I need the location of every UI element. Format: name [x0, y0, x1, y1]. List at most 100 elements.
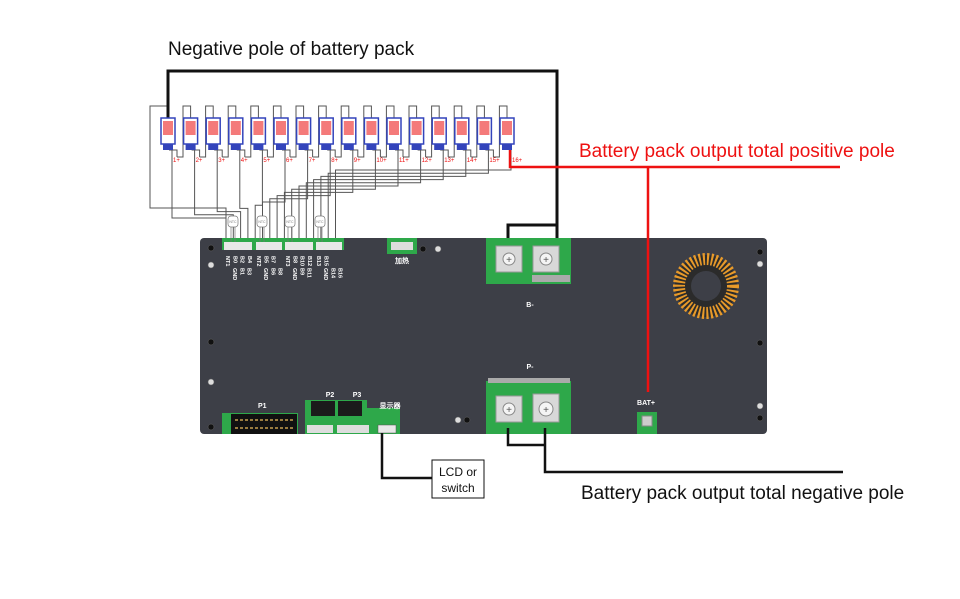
battery-cell: 15+ — [476, 117, 500, 164]
pin-label: B8 — [277, 268, 283, 275]
cell-charge — [321, 121, 332, 135]
balance-connector-2[interactable] — [256, 242, 282, 250]
cell-terminal — [298, 144, 309, 150]
sense-wire — [320, 150, 467, 242]
cell-charge — [389, 121, 399, 135]
screw-cross-icon: + — [506, 255, 512, 266]
bat-plus-terminal[interactable] — [641, 415, 653, 427]
battery-cell: 8+ — [318, 117, 339, 164]
pin-label: B12 — [306, 256, 312, 266]
battery-cell: 12+ — [408, 117, 433, 164]
ntc-sensor: NTC — [256, 215, 268, 242]
cell-terminal — [230, 144, 241, 150]
toroid-core — [691, 271, 721, 301]
sense-wire — [305, 150, 422, 242]
series-jumper — [282, 149, 291, 157]
battery-cell: 16+ — [499, 117, 523, 164]
ntc-body — [227, 215, 239, 228]
series-jumper — [357, 105, 372, 158]
pin-label: B6 — [269, 268, 275, 275]
series-jumper — [214, 149, 223, 157]
screw-cross-icon: + — [543, 255, 549, 266]
pin-label: NT3 — [284, 256, 290, 266]
cell-label: 14+ — [467, 158, 478, 164]
pin-label: B13 — [315, 256, 321, 266]
cell-label: 16+ — [512, 158, 523, 164]
cell-terminal — [479, 144, 490, 150]
pin-label: B14 — [329, 268, 335, 279]
series-jumper — [259, 149, 268, 157]
sense-wire — [313, 150, 444, 242]
sense-wire — [254, 150, 263, 242]
cell-charge — [456, 121, 467, 135]
display-connector[interactable] — [377, 424, 397, 434]
mounting-hole — [207, 244, 215, 252]
cell-label: 9+ — [354, 158, 361, 164]
cell-terminal — [456, 144, 467, 150]
series-jumper — [244, 105, 259, 158]
negative-output-label: Battery pack output total negative pole — [581, 483, 904, 504]
balance-connector-4[interactable] — [316, 242, 342, 250]
series-jumper — [327, 149, 336, 157]
series-jumper — [335, 105, 350, 158]
toroid-winding — [673, 253, 739, 319]
p2-connector[interactable] — [307, 425, 333, 433]
pin-label: GND — [322, 268, 328, 280]
screw-icon — [502, 252, 516, 266]
pin-label: B15 — [322, 256, 328, 266]
p3-connector[interactable] — [337, 425, 369, 433]
screw-icon — [502, 402, 516, 416]
heater-connector[interactable] — [391, 242, 413, 250]
battery-cell: 13+ — [431, 117, 455, 164]
cell-terminal — [253, 144, 264, 150]
balance-connector-1[interactable] — [224, 242, 252, 250]
screw-icon — [539, 252, 553, 266]
p1-connector[interactable] — [231, 414, 297, 434]
series-jumper — [312, 105, 327, 158]
screw-cross-icon: + — [506, 405, 512, 416]
cell-charge — [230, 121, 241, 135]
p2-relay — [311, 401, 335, 416]
b-minus-terminal-2[interactable] — [532, 245, 560, 273]
cell-charge — [366, 121, 377, 135]
p-minus-label: P- — [527, 364, 535, 371]
display-label: 显示器 — [380, 401, 402, 410]
cell-charge — [343, 121, 354, 135]
pin-label: B9 — [298, 268, 304, 275]
battery-cell: 6+ — [273, 117, 293, 164]
lcd-or-switch-box[interactable] — [431, 459, 485, 499]
cell-label: 15+ — [489, 158, 500, 164]
cell-charge — [298, 121, 309, 135]
cell-terminal — [502, 144, 512, 150]
ntc-label: NTC — [286, 220, 294, 224]
cell-label: 12+ — [422, 158, 433, 164]
ntc-sensor: NTC — [284, 215, 296, 242]
mounting-hole — [207, 423, 215, 431]
cell-label: 10+ — [376, 158, 387, 164]
balance-connector-pcb — [222, 238, 344, 250]
battery-cell: 14+ — [454, 117, 478, 164]
mounting-holes — [207, 244, 764, 431]
ntc-label: NTC — [316, 220, 324, 224]
pin-label: B16 — [337, 268, 343, 278]
series-jumper — [191, 149, 201, 157]
sense-wire-b0 — [149, 105, 227, 242]
p-minus-wire-1 — [506, 428, 545, 447]
cell-terminal — [185, 144, 196, 150]
series-jumper — [448, 105, 463, 158]
screw-cross-icon: + — [543, 405, 549, 416]
balance-connector-3[interactable] — [285, 242, 313, 250]
cell-label: 4+ — [241, 158, 248, 164]
p-minus-busbar — [488, 378, 570, 383]
pin-label: B3 — [246, 268, 252, 275]
positive-output-wire — [508, 150, 840, 169]
cell-terminal — [321, 144, 332, 150]
series-jumper — [440, 149, 449, 157]
pin-label: GND — [291, 268, 297, 280]
positive-output-label: Battery pack output total positive pole — [579, 141, 895, 162]
cell-label: 8+ — [331, 158, 338, 164]
cell-charge — [253, 121, 264, 135]
cell-charge — [163, 121, 173, 135]
